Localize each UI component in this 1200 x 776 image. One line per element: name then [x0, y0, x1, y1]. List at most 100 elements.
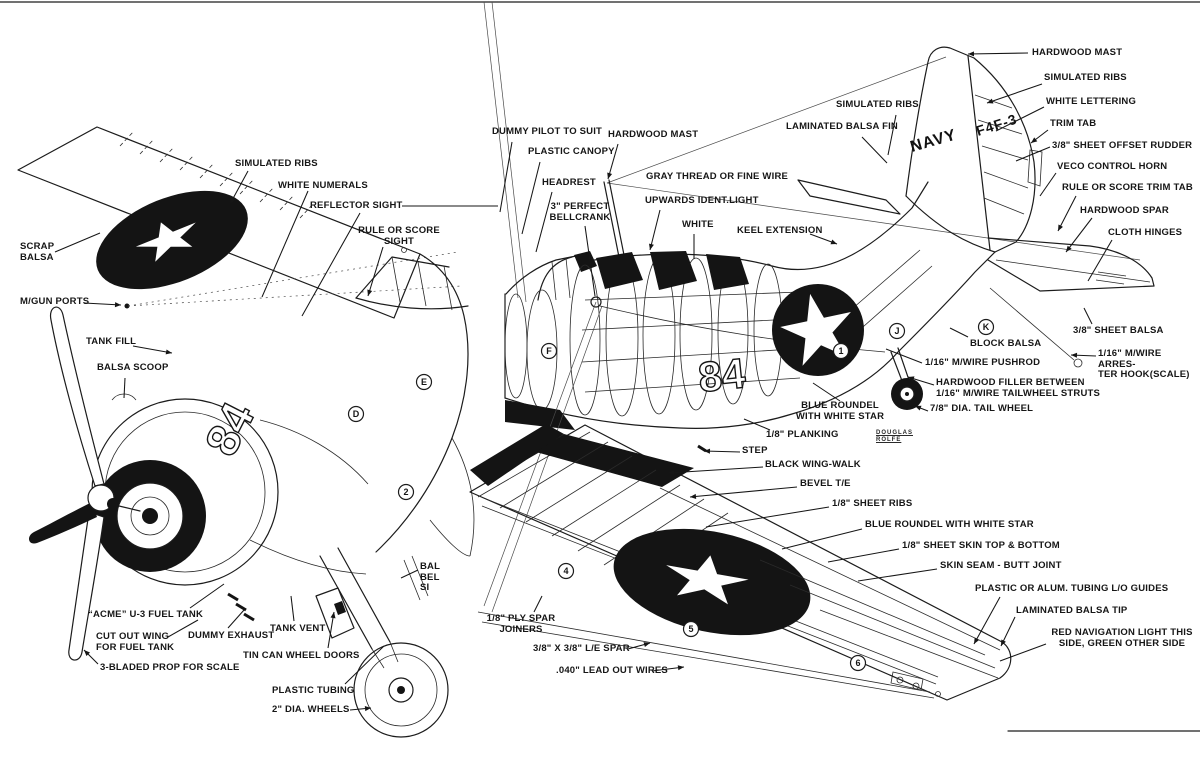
leader-arrowhead [915, 405, 922, 411]
leader-line [123, 377, 126, 399]
leader-line [827, 548, 900, 563]
leader-line [301, 212, 361, 317]
leader-arrowhead [704, 448, 711, 454]
callout-keel-extension: KEEL EXTENSION [737, 225, 823, 236]
callout-tank-vent: TANK VENT [270, 623, 326, 634]
leader-line [535, 191, 553, 253]
part-marker-label: J [894, 326, 899, 336]
leader-line [499, 141, 513, 213]
leader-arrowhead [1058, 224, 1063, 231]
leader-arrowhead [968, 51, 975, 57]
leader-line [344, 645, 385, 685]
callout-le-spar: 3/8" X 3/8" L/E SPAR [533, 643, 630, 654]
bellcrank-shape [590, 296, 602, 308]
prop-blade-up [49, 306, 105, 487]
leader-line [607, 143, 619, 180]
leader-arrowhead [987, 98, 994, 104]
callout-tank-fill: TANK FILL [86, 336, 137, 347]
callout-plastic-canopy: PLASTIC CANOPY [528, 146, 615, 157]
mast [603, 179, 626, 263]
right-view: NAVY F4F-3 84 [469, 1, 1155, 701]
callout-gray-thread: GRAY THREAD OR FINE WIRE [646, 171, 789, 182]
callout-offset-rudder: 3/8" SHEET OFFSET RUDDER [1052, 140, 1193, 151]
callout-tin-can-wheel-doors: TIN CAN WHEEL DOORS [243, 650, 360, 661]
leader-arrowhead [648, 243, 654, 250]
leader-line [521, 161, 541, 235]
trim-tab-shape [1027, 149, 1043, 187]
rib-hatching-left [119, 130, 315, 219]
leader-arrowhead [1066, 245, 1072, 252]
callout-prop-for-scale: 3-BLADED PROP FOR SCALE [100, 662, 240, 673]
gun-port-dot [124, 303, 130, 309]
leader-line [189, 583, 225, 609]
arrester-hook-wire [989, 287, 1075, 361]
callout-white: WHITE [682, 219, 714, 230]
callout-cut-out-wing: CUT OUT WING FOR FUEL TANK [96, 631, 175, 653]
callout-hardwood-mast-center: HARDWOOD MAST [608, 129, 699, 140]
callout-dummy-exhaust: DUMMY EXHAUST [188, 630, 275, 641]
leader-line [861, 136, 888, 164]
callout-dummy-pilot: DUMMY PILOT TO SUIT [492, 126, 603, 137]
leader-line [229, 170, 249, 205]
callout-plastic-tubing: PLASTIC TUBING [272, 685, 355, 696]
leader-arrowhead [643, 642, 650, 648]
antenna-threads [606, 56, 1141, 261]
leader-line [400, 569, 419, 579]
callout-white-lettering: WHITE LETTERING [1046, 96, 1137, 107]
callout-hardwood-spar: HARDWOOD SPAR [1080, 205, 1169, 216]
stringers [581, 291, 813, 393]
leader-line [1015, 146, 1051, 162]
callout-red-nav-light: RED NAVIGATION LIGHT THIS SIDE, GREEN OT… [1051, 627, 1193, 649]
callout-ply-spar-joiners: 1/8" PLY SPAR JOINERS [486, 613, 556, 635]
callout-trim-tab: TRIM TAB [1050, 118, 1097, 129]
leader-line [1087, 239, 1113, 282]
part-marker-label: 2 [403, 487, 408, 497]
rudder-hatching [974, 94, 1029, 215]
callout-acme-fuel-tank: “ACME” U-3 FUEL TANK [88, 609, 204, 620]
callout-tail-wheel: 7/8" DIA. TAIL WHEEL [930, 403, 1034, 414]
callout-laminated-balsa-fin: LAMINATED BALSA FIN [786, 121, 898, 132]
leader-line [885, 348, 923, 364]
leader-arrowhead [908, 376, 915, 382]
leader-line [857, 568, 938, 582]
leader-arrowhead [668, 470, 675, 476]
leader-arrowhead [84, 650, 91, 657]
part-marker-1: 1 [832, 342, 850, 360]
black-wing-walk-shape [536, 434, 694, 487]
callout-sheet-balsa: 3/8" SHEET BALSA [1073, 325, 1164, 336]
part-marker-4: 4 [557, 562, 575, 580]
prop-blade-left [28, 502, 97, 544]
leader-line [54, 232, 101, 253]
callout-balsa-scoop: BALSA SCOOP [97, 362, 169, 373]
step-shape [697, 444, 707, 453]
leader-line [132, 345, 173, 354]
part-marker-label: K [983, 322, 990, 332]
wheel-door [315, 587, 355, 639]
leader-line [227, 609, 245, 629]
main-wheel [353, 642, 449, 738]
part-marker-label: 4 [563, 566, 568, 576]
leader-line [949, 327, 969, 338]
leader-line [781, 528, 863, 550]
part-marker-label: 5 [688, 624, 693, 634]
star-left-wing [135, 222, 196, 262]
leader-arrowhead [330, 612, 336, 619]
reflector-sight-glass [401, 247, 407, 253]
callout-veco-control-horn: VECO CONTROL HORN [1057, 161, 1168, 172]
callout-block-balsa: BLOCK BALSA [970, 338, 1042, 349]
callout-perfect-bellcrank: 3" PERFECT BELLCRANK [549, 201, 611, 223]
prop-blade-down [68, 511, 105, 661]
callout-cloth-hinges: CLOTH HINGES [1108, 227, 1183, 238]
callout-black-wing-walk: BLACK WING-WALK [765, 459, 861, 470]
leader-line [986, 83, 1043, 104]
callout-hardwood-mast-right: HARDWOOD MAST [1032, 47, 1123, 58]
leader-line [887, 114, 897, 156]
leader-line [1065, 217, 1093, 253]
part-marker-5: 5 [682, 620, 700, 638]
callout-signature: DOUGLAS ROLFE [876, 430, 913, 443]
callout-bevel-te: BEVEL T/E [800, 478, 851, 489]
callout-hardwood-filler: HARDWOOD FILLER BETWEEN 1/16" M/WIRE TAI… [936, 377, 1101, 399]
leader-arrowhead [830, 239, 837, 245]
